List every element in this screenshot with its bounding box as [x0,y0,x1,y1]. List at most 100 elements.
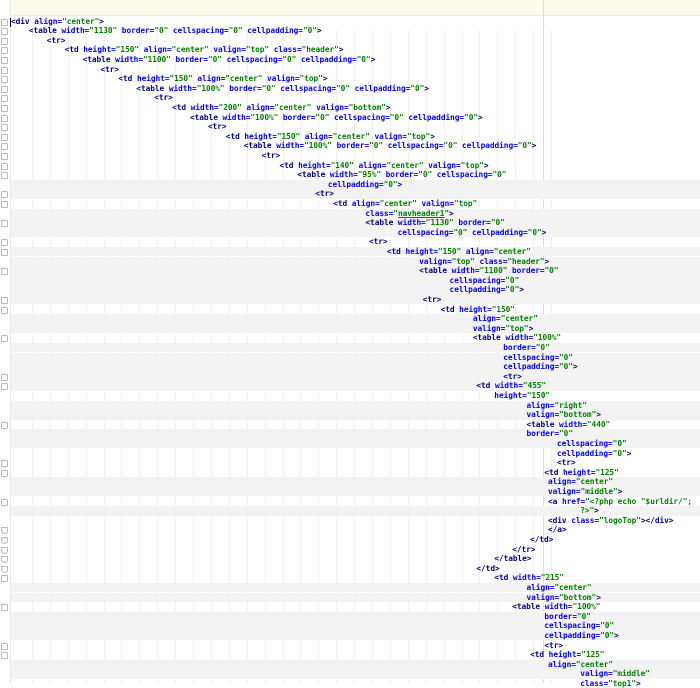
fold-toggle-icon[interactable] [1,268,8,276]
code-line-26[interactable]: valign="top" class="header"> [0,256,700,267]
code-line-33[interactable]: valign="top"> [0,323,700,334]
fold-toggle-icon[interactable] [1,152,8,160]
fold-toggle-icon[interactable] [1,469,8,477]
code-line-43[interactable]: <table width="440" [0,420,700,430]
code-line-66[interactable]: <tr> [0,641,700,651]
code-line-51[interactable]: <a href="<?php echo "$urldir/"; [0,497,700,507]
code-line-57[interactable]: </table> [0,554,700,564]
code-line-50[interactable]: valign="middle"> [0,486,700,497]
code-line-11[interactable]: <table width="100%" border="0" cellspaci… [0,113,700,123]
fold-toggle-icon[interactable] [1,47,8,55]
fold-toggle-icon[interactable] [1,114,8,122]
fold-toggle-icon[interactable] [1,37,8,45]
fold-toggle-icon[interactable] [1,306,8,314]
code-line-60[interactable]: align="center" [0,582,700,593]
code-line-2[interactable]: <table width="1130" border="0" cellspaci… [0,26,700,36]
code-line-48[interactable]: <td height="125" [0,468,700,478]
code-line-42[interactable]: valign="bottom"> [0,410,700,420]
fold-toggle-icon[interactable] [1,373,8,381]
fold-toggle-icon[interactable] [1,575,8,583]
code-line-35[interactable]: border="0" [0,342,700,353]
fold-toggle-icon[interactable] [1,104,8,112]
code-line-3[interactable]: <tr> [0,36,700,46]
code-line-28[interactable]: cellspacing="0" [0,275,700,286]
code-line-21[interactable]: class="navheader1"> [0,208,700,219]
code-line-49[interactable]: align="center" [0,477,700,487]
fold-toggle-icon[interactable] [1,200,8,208]
code-line-9[interactable]: <tr> [0,93,700,103]
code-line-70[interactable]: class="top1"> [0,679,700,688]
code-line-12[interactable]: <tr> [0,122,700,132]
code-line-40[interactable]: height="150" [0,391,700,401]
code-line-7[interactable]: <td height="150" align="center" valign="… [0,74,700,84]
code-line-18[interactable]: cellpadding="0"> [0,179,700,190]
code-line-19[interactable]: <tr> [0,189,700,199]
fold-toggle-icon[interactable] [1,18,8,26]
code-line-58[interactable]: </td> [0,564,700,574]
fold-toggle-icon[interactable] [1,191,8,199]
fold-toggle-icon[interactable] [1,133,8,141]
fold-toggle-icon[interactable] [1,296,8,304]
code-line-15[interactable]: <tr> [0,151,700,161]
code-line-22[interactable]: <table width="1130" border="0" [0,218,700,228]
code-line-69[interactable]: valign="middle" [0,669,700,679]
fold-toggle-icon[interactable] [1,66,8,74]
code-line-30[interactable]: <tr> [0,294,700,305]
code-line-67[interactable]: <td height="125" [0,650,700,660]
code-line-45[interactable]: cellspacing="0" [0,438,700,449]
code-line-44[interactable]: border="0" [0,429,700,439]
code-line-34[interactable]: <table width="100%" [0,333,700,343]
fold-toggle-icon[interactable] [1,76,8,84]
code-line-36[interactable]: cellspacing="0" [0,352,700,363]
code-line-8[interactable]: <table width="100%" border="0" cellspaci… [0,84,700,94]
fold-toggle-icon[interactable] [1,95,8,103]
code-line-24[interactable]: <tr> [0,237,700,247]
code-line-37[interactable]: cellpadding="0"> [0,362,700,372]
code-line-27[interactable]: <table width="1100" border="0" [0,266,700,276]
fold-toggle-icon[interactable] [1,85,8,93]
code-line-46[interactable]: cellpadding="0"> [0,449,700,459]
code-line-10[interactable]: <td width="200" align="center" valign="b… [0,103,700,113]
fold-toggle-icon[interactable] [1,28,8,36]
fold-toggle-icon[interactable] [1,652,8,660]
fold-toggle-icon[interactable] [1,162,8,170]
code-line-32[interactable]: align="center" [0,314,700,324]
fold-toggle-icon[interactable] [1,124,8,132]
code-line-52[interactable]: ?>"> [0,506,700,516]
code-line-38[interactable]: <tr> [0,371,700,382]
code-line-62[interactable]: <table width="100%" [0,602,700,612]
fold-toggle-icon[interactable] [1,335,8,343]
code-line-14[interactable]: <table width="100%" border="0" cellspaci… [0,141,700,151]
code-line-4[interactable]: <td height="150" align="center" valign="… [0,45,700,55]
code-line-13[interactable]: <td height="150" align="center" valign="… [0,132,700,142]
code-line-5[interactable]: <table width="1100" border="0" cellspaci… [0,55,700,65]
code-line-39[interactable]: <td width="455" [0,381,700,391]
code-line-65[interactable]: cellpadding="0"> [0,630,700,641]
fold-toggle-icon[interactable] [1,383,8,391]
fold-toggle-icon[interactable] [1,56,8,64]
code-line-31[interactable]: <td height="150" [0,305,700,315]
code-line-64[interactable]: cellspacing="0" [0,621,700,631]
code-line-16[interactable]: <td height="140" align="center" valign="… [0,161,700,171]
code-line-29[interactable]: cellpadding="0"> [0,285,700,295]
code-line-56[interactable]: </tr> [0,545,700,555]
code-line-63[interactable]: border="0" [0,611,700,622]
fold-toggle-icon[interactable] [1,220,8,228]
code-line-17[interactable]: <table width="95%" border="0" cellspacin… [0,170,700,180]
code-line-25[interactable]: <td height="150" align="center" [0,246,700,257]
code-line-59[interactable]: <td width="215" [0,573,700,583]
code-line-6[interactable]: <tr> [0,65,700,75]
code-line-1[interactable]: <div align="center"> [0,17,700,27]
code-line-54[interactable]: </a> [0,525,700,535]
fold-toggle-icon[interactable] [1,604,8,612]
fold-toggle-icon[interactable] [1,172,8,180]
code-line-20[interactable]: <td align="center" valign="top" [0,199,700,209]
code-line-61[interactable]: valign="bottom"> [0,592,700,603]
code-line-41[interactable]: align="right" [0,400,700,411]
fold-toggle-icon[interactable] [1,642,8,650]
fold-toggle-icon[interactable] [1,421,8,429]
fold-toggle-icon[interactable] [1,248,8,256]
code-line-68[interactable]: align="center" [0,659,700,670]
fold-toggle-icon[interactable] [1,460,8,468]
